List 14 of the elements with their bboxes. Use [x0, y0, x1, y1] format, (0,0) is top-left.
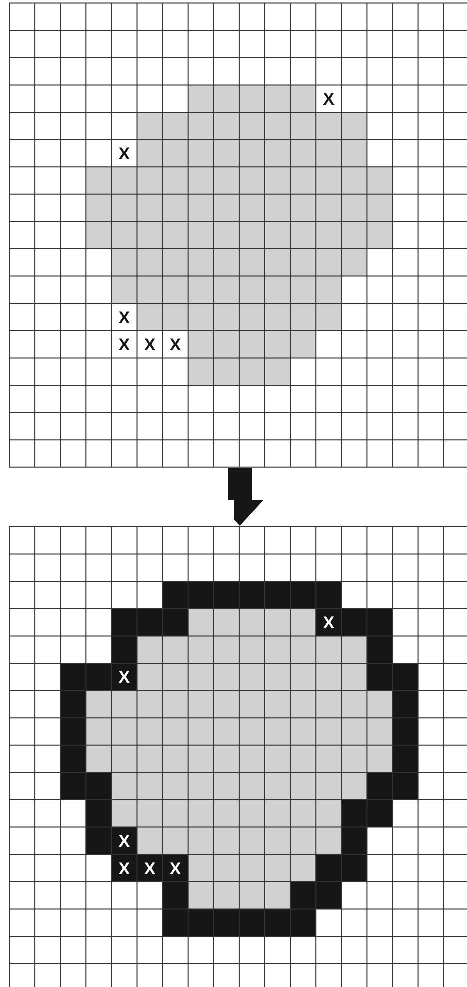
x-mark: X	[118, 668, 130, 688]
x-mark: X	[118, 336, 130, 355]
x-mark: X	[118, 308, 130, 328]
x-mark: X	[144, 859, 156, 878]
x-mark: X	[118, 859, 130, 878]
x-mark: X	[170, 336, 182, 355]
x-mark: X	[144, 336, 156, 355]
x-mark: X	[170, 859, 182, 878]
grid-drawing	[9, 2, 467, 468]
x-mark: X	[323, 90, 335, 109]
x-mark: X	[323, 614, 335, 633]
x-mark: X	[118, 832, 130, 851]
x-mark: X	[118, 144, 130, 164]
grid-drawing	[9, 526, 467, 987]
